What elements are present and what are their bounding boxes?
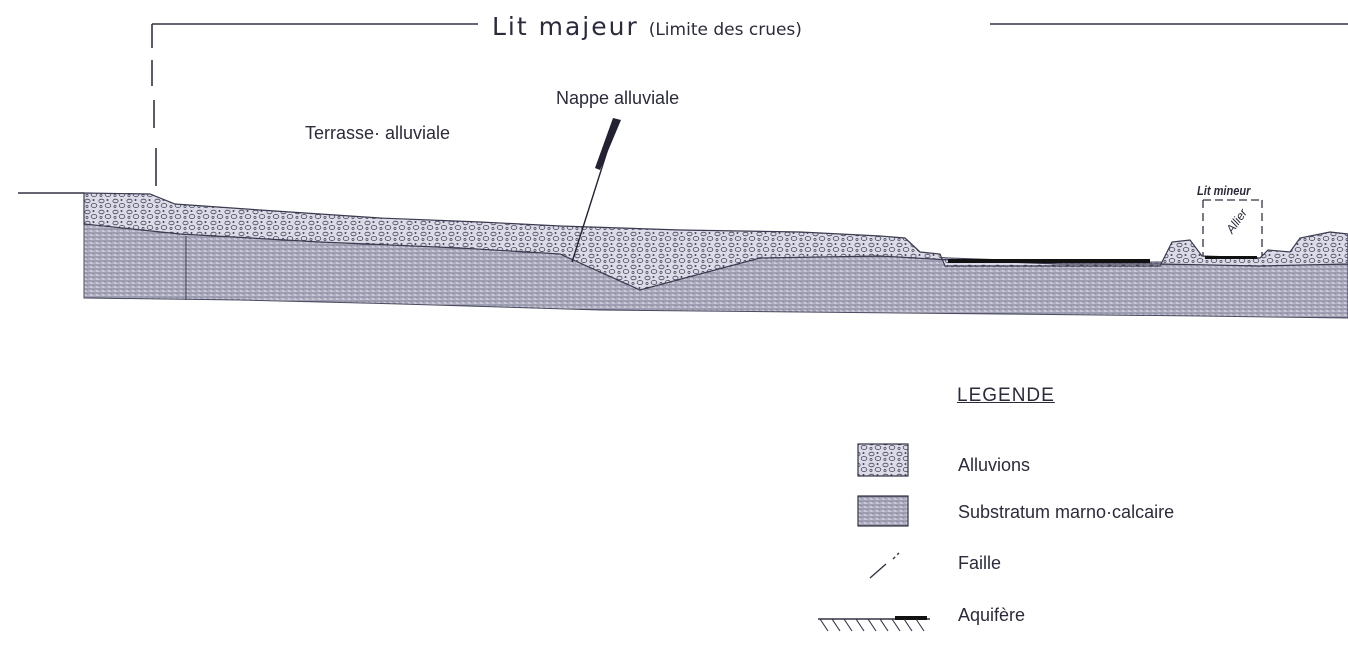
title-main: Lit majeur <box>492 12 639 41</box>
label-nappe-alluviale: Nappe alluviale <box>556 88 679 109</box>
aquifere-hatch-icon <box>818 616 930 631</box>
label-lit-mineur: Lit mineur <box>1197 183 1250 198</box>
label-terrasse-alluviale: Terrasse· alluviale <box>305 123 450 144</box>
lit-majeur-bracket <box>152 24 1348 186</box>
aquifere-band <box>948 259 1150 263</box>
lit-majeur-title: Lit majeur (Limite des crues) <box>492 12 802 41</box>
alluvions-swatch-icon <box>858 444 908 476</box>
substratum-swatch-icon <box>858 496 908 526</box>
legend-item-substratum: Substratum marno·calcaire <box>958 502 1174 523</box>
title-sub: (Limite des crues) <box>649 20 802 40</box>
legend-item-aquifere: Aquifère <box>958 605 1025 626</box>
aquifere-band-river <box>1205 256 1257 259</box>
legend-item-faille: Faille <box>958 553 1001 574</box>
legend-item-alluvions: Alluvions <box>958 455 1030 476</box>
legend-title: LEGENDE <box>957 385 1055 407</box>
faille-line-icon <box>870 553 899 578</box>
